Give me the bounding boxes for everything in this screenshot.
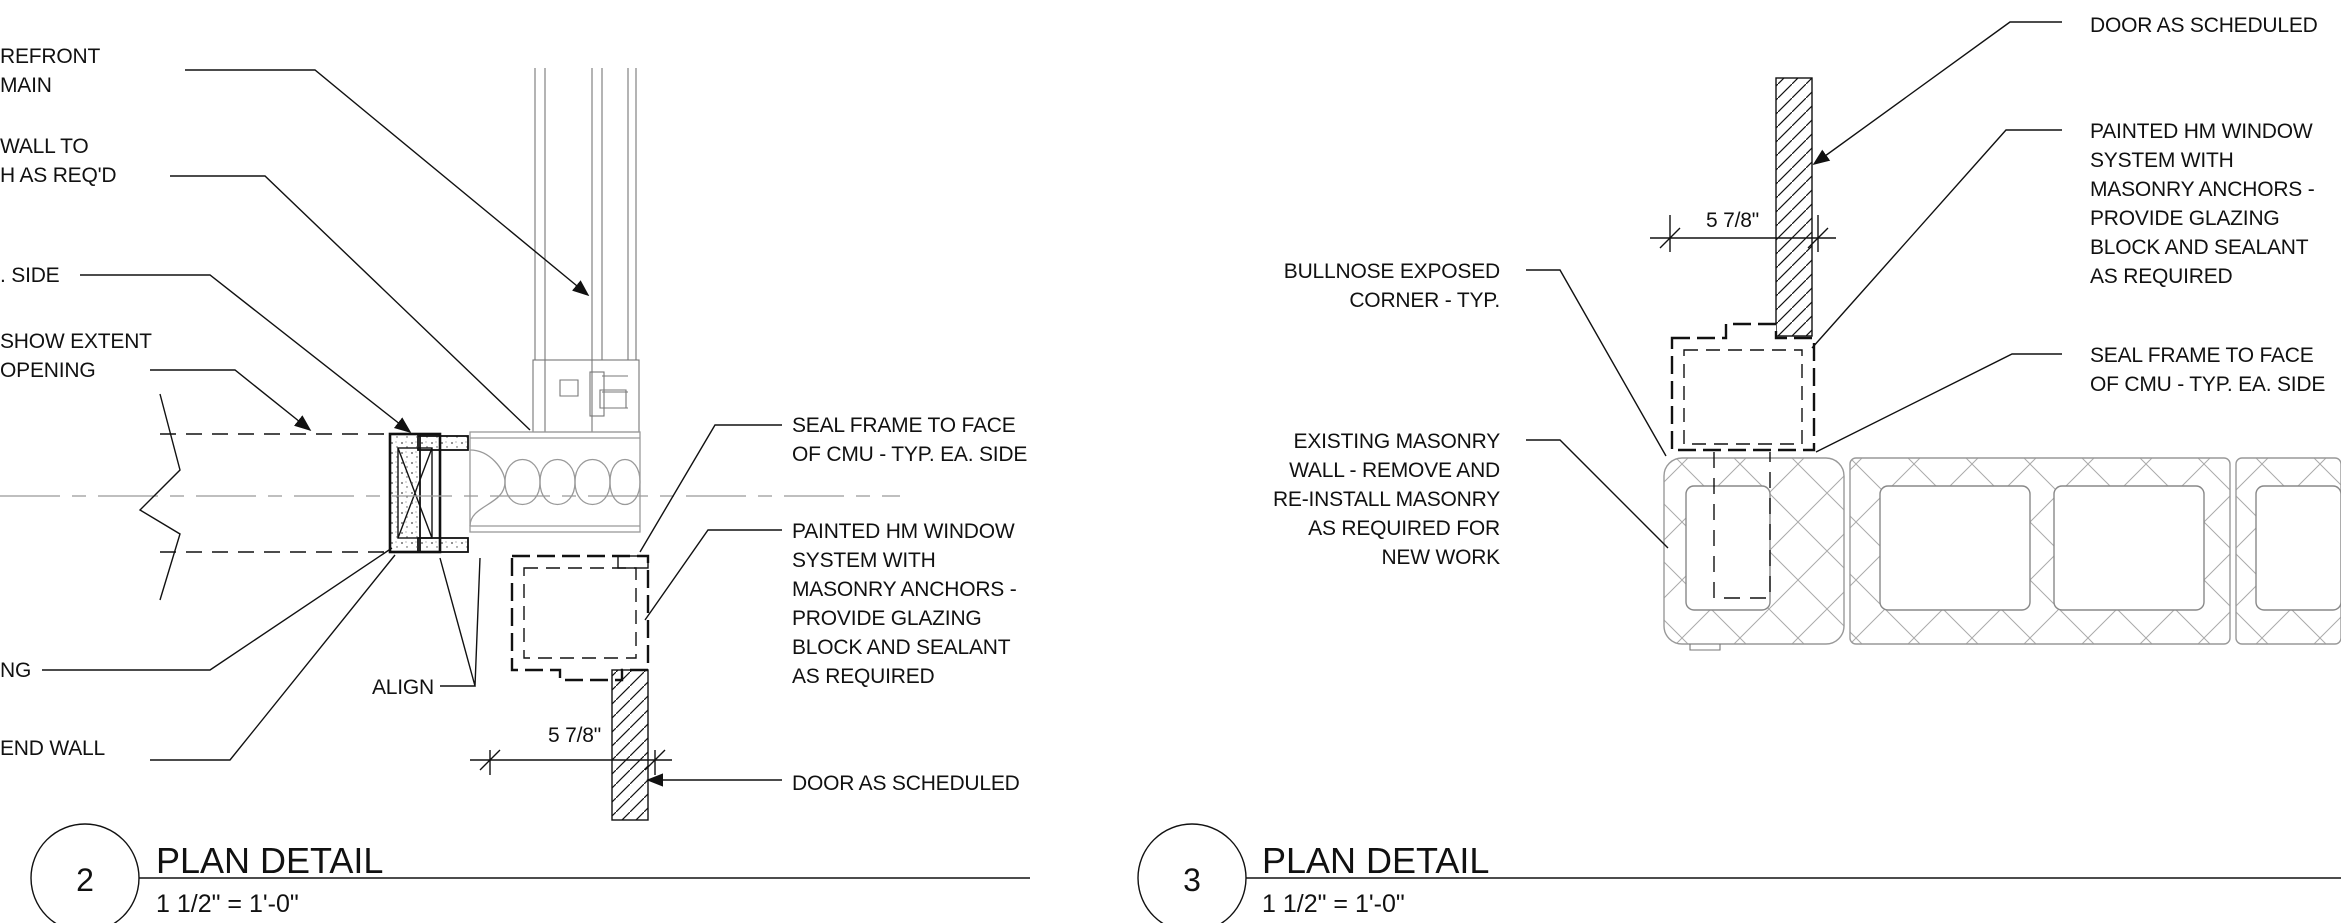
note-wall-1: WALL TO	[0, 135, 88, 158]
note-storefront-2: MAIN	[0, 74, 52, 97]
dimension-label-3: 5 7/8"	[1706, 209, 1759, 232]
title-block-3: 3 PLAN DETAIL 1 1/2" = 1'-0"	[1137, 823, 2341, 923]
masonry-wall	[1663, 452, 2341, 651]
note-window-3: MASONRY ANCHORS -	[792, 578, 1017, 601]
detail-title-2: PLAN DETAIL	[156, 840, 383, 881]
dimension-2	[470, 749, 672, 775]
note-seal-3-1: SEAL FRAME TO FACE	[2090, 344, 2314, 367]
note-end-wall: END WALL	[0, 737, 105, 760]
note-masonry-5: NEW WORK	[1381, 546, 1500, 569]
title-block-2: 2 PLAN DETAIL 1 1/2" = 1'-0"	[30, 823, 1030, 923]
detail-scale-3: 1 1/2" = 1'-0"	[1262, 890, 1405, 918]
detail-scale-2: 1 1/2" = 1'-0"	[156, 890, 299, 918]
door-2	[611, 669, 649, 821]
detail-2-group: REFRONT MAIN WALL TO H AS REQ'D . SIDE S…	[0, 45, 1030, 923]
hm-window-frame-3	[1670, 322, 1816, 452]
note-seal-2: OF CMU - TYP. EA. SIDE	[792, 443, 1027, 466]
wall-end-insulation	[388, 431, 641, 554]
note-window-3-3: MASONRY ANCHORS -	[2090, 178, 2315, 201]
note-wall-2: H AS REQ'D	[0, 164, 116, 187]
leaders-2	[42, 69, 782, 787]
note-window-3-6: AS REQUIRED	[2090, 265, 2233, 288]
note-window-6: AS REQUIRED	[792, 665, 935, 688]
leaders-3	[1526, 21, 2062, 549]
labels-3: DOOR AS SCHEDULED PAINTED HM WINDOW SYST…	[1273, 14, 2326, 569]
note-window-3-4: PROVIDE GLAZING	[2090, 207, 2280, 230]
storefront-frame	[532, 68, 640, 433]
labels-2: REFRONT MAIN WALL TO H AS REQ'D . SIDE S…	[0, 45, 1028, 795]
note-window-2: SYSTEM WITH	[792, 549, 936, 572]
detail-number-2: 2	[76, 862, 94, 898]
note-window-3-1: PAINTED HM WINDOW	[2090, 120, 2313, 143]
dimension-label-2: 5 7/8"	[548, 724, 601, 747]
door-3	[1775, 77, 1813, 337]
detail-number-3: 3	[1183, 862, 1201, 898]
detail-3-group: DOOR AS SCHEDULED PAINTED HM WINDOW SYST…	[1137, 14, 2341, 923]
note-side: . SIDE	[0, 264, 60, 287]
detail-title-3: PLAN DETAIL	[1262, 840, 1489, 881]
note-door-3: DOOR AS SCHEDULED	[2090, 14, 2318, 37]
hm-window-frame-2	[510, 554, 650, 682]
note-seal-1: SEAL FRAME TO FACE	[792, 414, 1016, 437]
note-bullnose-1: BULLNOSE EXPOSED	[1284, 260, 1500, 283]
note-bullnose-2: CORNER - TYP.	[1349, 289, 1500, 312]
note-ng: NG	[0, 659, 31, 682]
note-extent-2: OPENING	[0, 359, 95, 382]
note-masonry-1: EXISTING MASONRY	[1294, 430, 1501, 453]
note-extent-1: SHOW EXTENT	[0, 330, 152, 353]
note-window-1: PAINTED HM WINDOW	[792, 520, 1015, 543]
note-masonry-4: AS REQUIRED FOR	[1308, 517, 1500, 540]
note-masonry-3: RE-INSTALL MASONRY	[1273, 488, 1500, 511]
note-window-3-5: BLOCK AND SEALANT	[2090, 236, 2309, 259]
note-window-4: PROVIDE GLAZING	[792, 607, 982, 630]
note-masonry-2: WALL - REMOVE AND	[1289, 459, 1500, 482]
note-window-3-2: SYSTEM WITH	[2090, 149, 2234, 172]
note-window-5: BLOCK AND SEALANT	[792, 636, 1011, 659]
dimension-3	[1650, 215, 1836, 252]
extent-lines	[0, 393, 900, 601]
note-seal-3-2: OF CMU - TYP. EA. SIDE	[2090, 373, 2325, 396]
note-door: DOOR AS SCHEDULED	[792, 772, 1020, 795]
note-storefront-1: REFRONT	[0, 45, 100, 68]
note-align: ALIGN	[372, 676, 434, 699]
